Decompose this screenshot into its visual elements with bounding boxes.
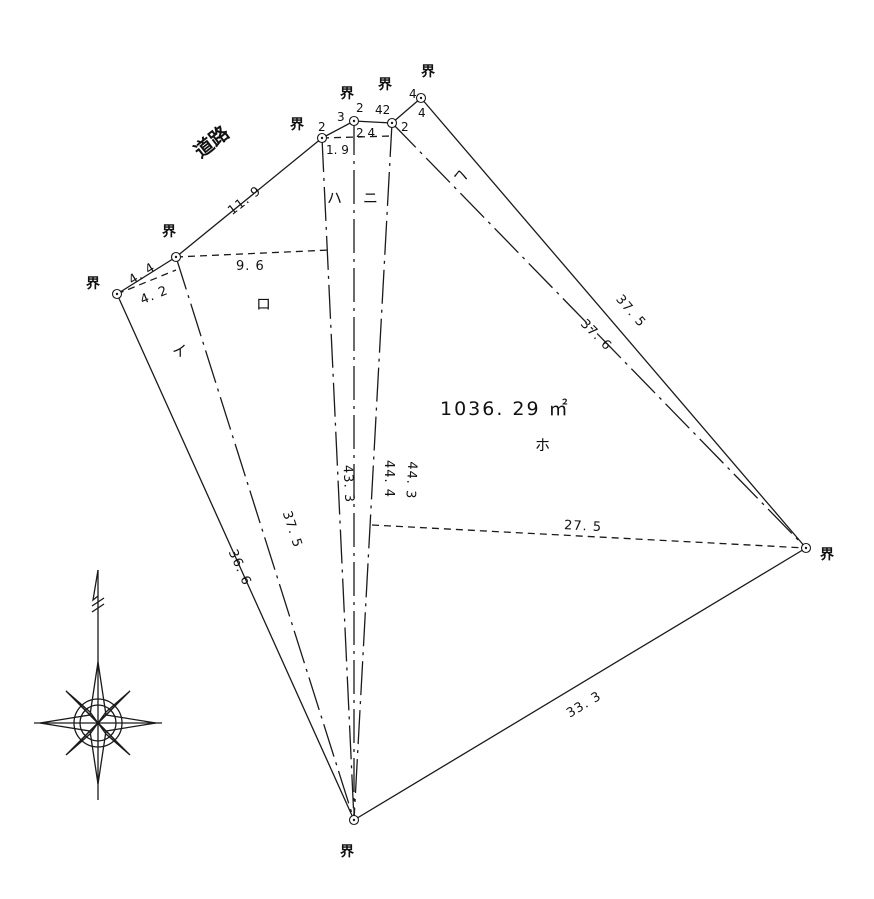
boundary-mark: 界 [340, 86, 355, 102]
boundary-point [800, 542, 812, 554]
dim-mid-right: 44. 3 [402, 461, 419, 500]
dim-left-outer: 36. 6 [225, 547, 254, 588]
dimension-labels: 4. 4 4. 2 11. 9 9. 6 36. 6 37. 5 43. 3 4… [126, 87, 648, 721]
boundary-point [386, 117, 398, 129]
boundary-point [348, 115, 360, 127]
boundary-mark-labels: 界 界 界 界 界 界 界 界 [86, 64, 835, 860]
parcel-label-i: イ [172, 342, 187, 360]
boundary-point [415, 92, 427, 104]
dim-top-2a: 2 [318, 120, 326, 134]
offset-lines [116, 135, 807, 549]
boundary-mark: 界 [290, 117, 305, 133]
dim-bottom-right: 33. 3 [564, 689, 604, 721]
dim-upper-right-inner: 37. 6 [577, 317, 615, 355]
dim-mid-center: 44. 4 [381, 460, 396, 498]
road-label: 道路 [189, 120, 234, 162]
boundary-point [170, 251, 182, 263]
boundary-point [111, 288, 123, 300]
dim-mid-left: 43. 3 [339, 465, 356, 504]
dim-left-inner: 37. 5 [279, 509, 305, 550]
dim-top-4a: 4 [409, 87, 417, 101]
parcel-labels: イ ロ ハ ニ ホ ヘ [172, 166, 550, 454]
dim-top-4b: 4 [418, 106, 426, 120]
boundary-points [111, 92, 812, 826]
boundary-point [316, 132, 328, 144]
dim-offset-1: 9. 6 [236, 259, 265, 274]
parcel-label-ro: ロ [256, 295, 271, 313]
dim-top-3: 3 [337, 110, 345, 124]
boundary-mark: 界 [340, 844, 355, 860]
parcel-outer-boundary [116, 97, 807, 821]
boundary-mark: 界 [86, 276, 101, 292]
parcel-label-he: ヘ [453, 166, 468, 184]
dim-upper-right-outer: 37. 5 [612, 292, 648, 331]
boundary-mark: 界 [162, 224, 177, 240]
dim-top-24: 2 4 [356, 126, 375, 140]
compass-rose-icon [34, 569, 162, 800]
parcel-label-ho: ホ [535, 436, 550, 454]
dim-offset-2: 27. 5 [564, 518, 603, 535]
parcel-division-lines [175, 121, 807, 821]
boundary-mark: 界 [378, 77, 393, 93]
boundary-mark: 界 [421, 64, 436, 80]
dim-top-left-inner: 4. 2 [138, 283, 170, 308]
dim-top-42: 42 [375, 103, 390, 117]
boundary-mark: 界 [820, 547, 835, 563]
parcel-label-ni: ニ [363, 189, 378, 207]
dim-top-2b: 2 [356, 101, 364, 115]
dim-top-19: 1. 9 [326, 143, 349, 157]
parcel-label-ha: ハ [327, 189, 342, 207]
dim-top-2c: 2 [401, 120, 409, 134]
boundary-point [348, 814, 360, 826]
dim-road-frontage: 11. 9 [225, 183, 264, 218]
area-label: 1036. 29 ㎡ [440, 397, 570, 420]
